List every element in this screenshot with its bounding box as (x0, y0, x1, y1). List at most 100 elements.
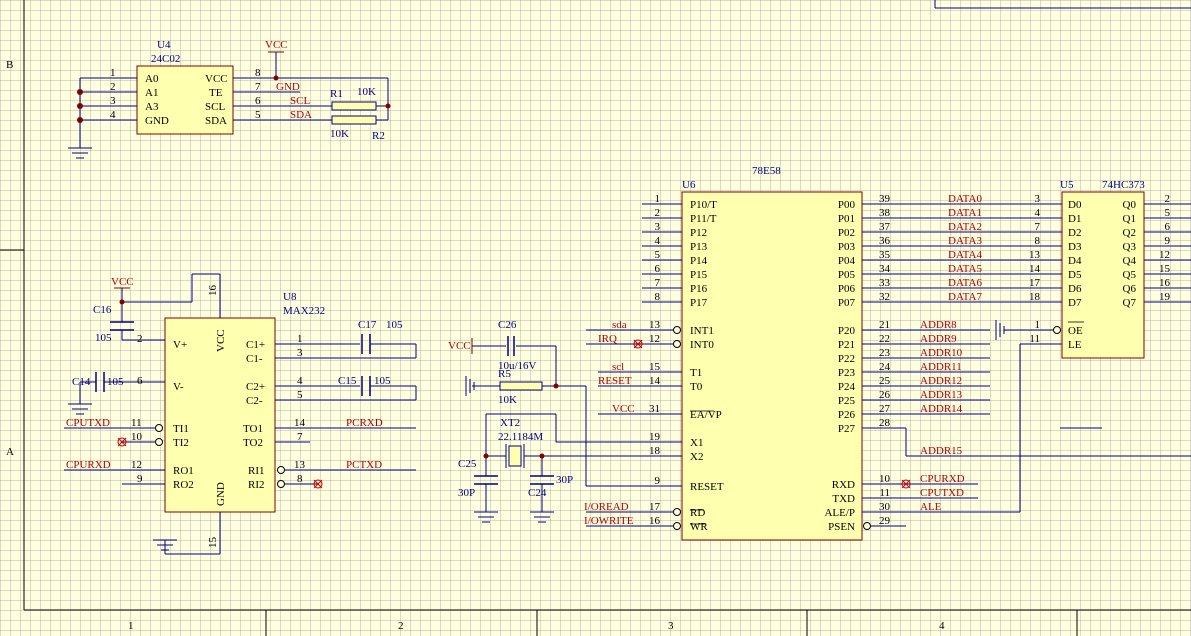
u6-pin-p17: P17 (690, 297, 708, 309)
cap-c24 (530, 475, 554, 485)
r5-value: 10K (498, 394, 517, 406)
c14-value: 105 (107, 376, 124, 388)
u6-pin-p10t: P10/T (690, 199, 717, 211)
net-cputxd-left: CPUTXD (66, 417, 110, 429)
u6-pin-num-12: 12 (649, 333, 660, 345)
u8-pin1-num: 1 (297, 333, 303, 345)
u5-pin-d3: D3 (1068, 241, 1082, 253)
u8-ground-symbol (68, 403, 177, 551)
u8-pin-ri2: RI2 (248, 479, 265, 491)
u6-pin-num-21: 21 (879, 319, 890, 331)
r1-name: R1 (330, 88, 343, 100)
u4-pin-scl: SCL (205, 101, 225, 113)
u8-pin-ti2: TI2 (173, 437, 189, 449)
u6-pin-num-1: 1 (655, 193, 661, 205)
xt2-name: XT2 (500, 417, 520, 429)
cap-c17 (361, 334, 371, 354)
u5-pin-num-7: 7 (1035, 221, 1041, 233)
c24-value: 30P (556, 474, 573, 486)
net-irq: IRQ (598, 333, 617, 345)
xt2-value: 22.1184M (498, 431, 543, 443)
net-reset: RESET (598, 375, 632, 387)
u6-pin-txd: TXD (832, 493, 855, 505)
c16-value: 105 (95, 332, 112, 344)
u6-pin-p03: P03 (838, 241, 856, 253)
net-addr12: ADDR12 (920, 375, 962, 387)
cap-c14 (95, 372, 105, 392)
u6-pin-int1: INT1 (690, 325, 714, 337)
net-sda: SDA (290, 109, 312, 121)
u6-pin-p27: P27 (838, 423, 856, 435)
crystal-ground-symbols (474, 511, 554, 523)
zone-col-4: 4 (939, 620, 945, 632)
u5-pin-num-8: 8 (1035, 235, 1041, 247)
u6-pin-p06: P06 (838, 283, 856, 295)
net-sda-left: sda (612, 319, 627, 331)
net-data6: DATA6 (948, 277, 982, 289)
u5-pin-num-1: 1 (1035, 319, 1041, 331)
u6-pin-num-3: 3 (655, 221, 661, 233)
u8-pin-ro1: RO1 (173, 465, 194, 477)
u4-pin-sda: SDA (205, 115, 227, 127)
u5-pin-q4: Q4 (1123, 255, 1137, 267)
r5-body (499, 381, 543, 391)
u6-pin-num-36: 36 (879, 235, 891, 247)
u5-pin-num-5: 5 (1165, 207, 1171, 219)
u5-pin-num-16: 16 (1159, 277, 1171, 289)
net-scl: SCL (290, 95, 310, 107)
u8-pin-ti1: TI1 (173, 423, 189, 435)
u8-pin-gnd: GND (215, 482, 227, 506)
u5-pin-num-11: 11 (1029, 333, 1040, 345)
c25-value: 30P (458, 487, 475, 499)
u5-pin-q1: Q1 (1123, 213, 1136, 225)
u6-pin-p11t: P11/T (690, 213, 717, 225)
u5-pin-num-14: 14 (1029, 263, 1041, 275)
u5-pin-le: LE (1068, 339, 1082, 351)
net-addr11: ADDR11 (920, 361, 962, 373)
u6-pin-p22: P22 (838, 353, 855, 365)
c17-value: 105 (386, 319, 403, 331)
u4-eeprom[interactable]: U4 24C02 VCC 1 2 3 4 A0 A1 A3 GND VC (68, 39, 391, 159)
u6-pin-wr: WR (690, 521, 708, 533)
u6-pin-int0: INT0 (690, 339, 714, 351)
u6-pin-num-10: 10 (879, 473, 891, 485)
cap-c26 (507, 336, 515, 356)
u5-pin-q7: Q7 (1123, 297, 1137, 309)
u4-pin-a3: A3 (145, 101, 159, 113)
u4-pin-gnd: GND (145, 115, 169, 127)
u6-pin-num-25: 25 (879, 375, 891, 387)
oe-ground-symbol (995, 320, 1053, 340)
u6-pin-p26: P26 (838, 409, 856, 421)
u4-pin8-num: 8 (255, 67, 261, 79)
net-data1: DATA1 (948, 207, 982, 219)
u6-pin-num-8: 8 (655, 291, 661, 303)
u6-pin-p12: P12 (690, 227, 707, 239)
u6-pin-num-28: 28 (879, 417, 891, 429)
u6-pin-num-32: 32 (879, 291, 890, 303)
net-addr14: ADDR14 (920, 403, 963, 415)
u6-pin-p23: P23 (838, 367, 856, 379)
net-pctxd: PCTXD (346, 459, 382, 471)
net-cpurxd-u6: CPURXD (920, 473, 965, 485)
u6-pin-p02: P02 (838, 227, 855, 239)
u8-pin7-num: 7 (297, 431, 303, 443)
u5-pin-num-15: 15 (1159, 263, 1171, 275)
u5-pin-num-2: 2 (1165, 193, 1171, 205)
u8-pin12-num: 12 (131, 459, 142, 471)
u8-max232[interactable]: U8 MAX232 (64, 273, 417, 555)
u6-body (681, 191, 863, 541)
zone-row-b: B (6, 59, 13, 71)
u6-pin-num-27: 27 (879, 403, 891, 415)
u8-part: MAX232 (283, 305, 325, 317)
u4-pin-a0: A0 (145, 73, 159, 85)
u8-pin15-num: 15 (207, 537, 219, 549)
u6-pin-p07: P07 (838, 297, 856, 309)
clock-reset-circuit[interactable]: VCC C26 10u/16V R5 10K XT2 22.1184M C25 … (448, 319, 682, 523)
u8-pin-c2plus: C2+ (246, 381, 265, 393)
net-data2: DATA2 (948, 221, 982, 233)
r1-value: 10K (357, 86, 376, 98)
u8-pin-c1minus: C1- (246, 353, 263, 365)
u4-part: 24C02 (151, 53, 180, 65)
